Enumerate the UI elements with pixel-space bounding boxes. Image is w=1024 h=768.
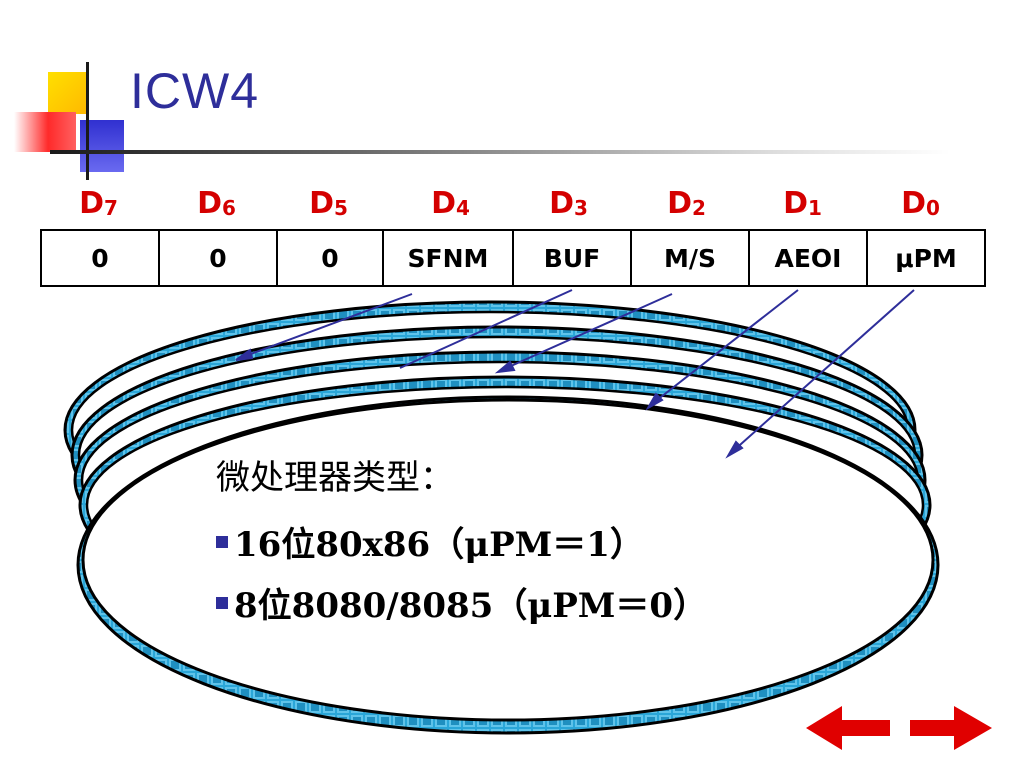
- slide-navigation: [806, 706, 992, 750]
- register-cell: 0: [40, 229, 160, 287]
- register-cell: 0: [158, 229, 278, 287]
- bit-label: D2: [667, 186, 706, 221]
- bit-label: D6: [197, 186, 236, 221]
- square-bullet-icon: [216, 596, 228, 609]
- logo-yellow-square: [48, 72, 88, 114]
- list-item: 8位8080/8085（μPM＝0）: [216, 578, 776, 627]
- left-arrow-icon[interactable]: [806, 706, 890, 750]
- register-cell: 0: [276, 229, 384, 287]
- icw4-register-table: 0 0 0 SFNM BUF M/S AEOI μPM: [40, 229, 986, 287]
- list-item-text: 8位8080/8085（μPM＝0）: [234, 586, 708, 626]
- bit-label: D0: [901, 186, 940, 221]
- title-underline: [50, 150, 950, 154]
- disk-stack: [63, 300, 940, 735]
- register-cell: BUF: [512, 229, 632, 287]
- logo-vertical-line: [86, 62, 89, 180]
- panel-title: 微处理器类型：: [216, 458, 454, 498]
- logo-red-square: [14, 112, 76, 152]
- bit-label: D4: [431, 186, 470, 221]
- slide-title: ICW4: [130, 63, 259, 119]
- list-item-text: 16位80x86（μPM＝1）: [234, 525, 644, 565]
- slide-logo: [0, 0, 160, 190]
- register-cell: SFNM: [382, 229, 514, 287]
- register-cell: μPM: [866, 229, 986, 287]
- table-row: 0 0 0 SFNM BUF M/S AEOI μPM: [40, 229, 986, 287]
- bit-label: D1: [783, 186, 822, 221]
- bit-headers: D7 D6 D5 D4 D3 D2 D1 D0: [40, 186, 980, 226]
- bit-label: D7: [79, 186, 118, 221]
- bit-label: D3: [549, 186, 588, 221]
- register-cell: AEOI: [748, 229, 868, 287]
- cpu-type-panel: 微处理器类型： 16位80x86（μPM＝1） 8位8080/8085（μPM＝…: [216, 450, 776, 639]
- bit-label: D5: [309, 186, 348, 221]
- list-item: 16位80x86（μPM＝1）: [216, 517, 776, 566]
- bit-arrows: [235, 289, 915, 459]
- register-cell: M/S: [630, 229, 750, 287]
- right-arrow-icon[interactable]: [910, 706, 992, 750]
- square-bullet-icon: [216, 535, 228, 548]
